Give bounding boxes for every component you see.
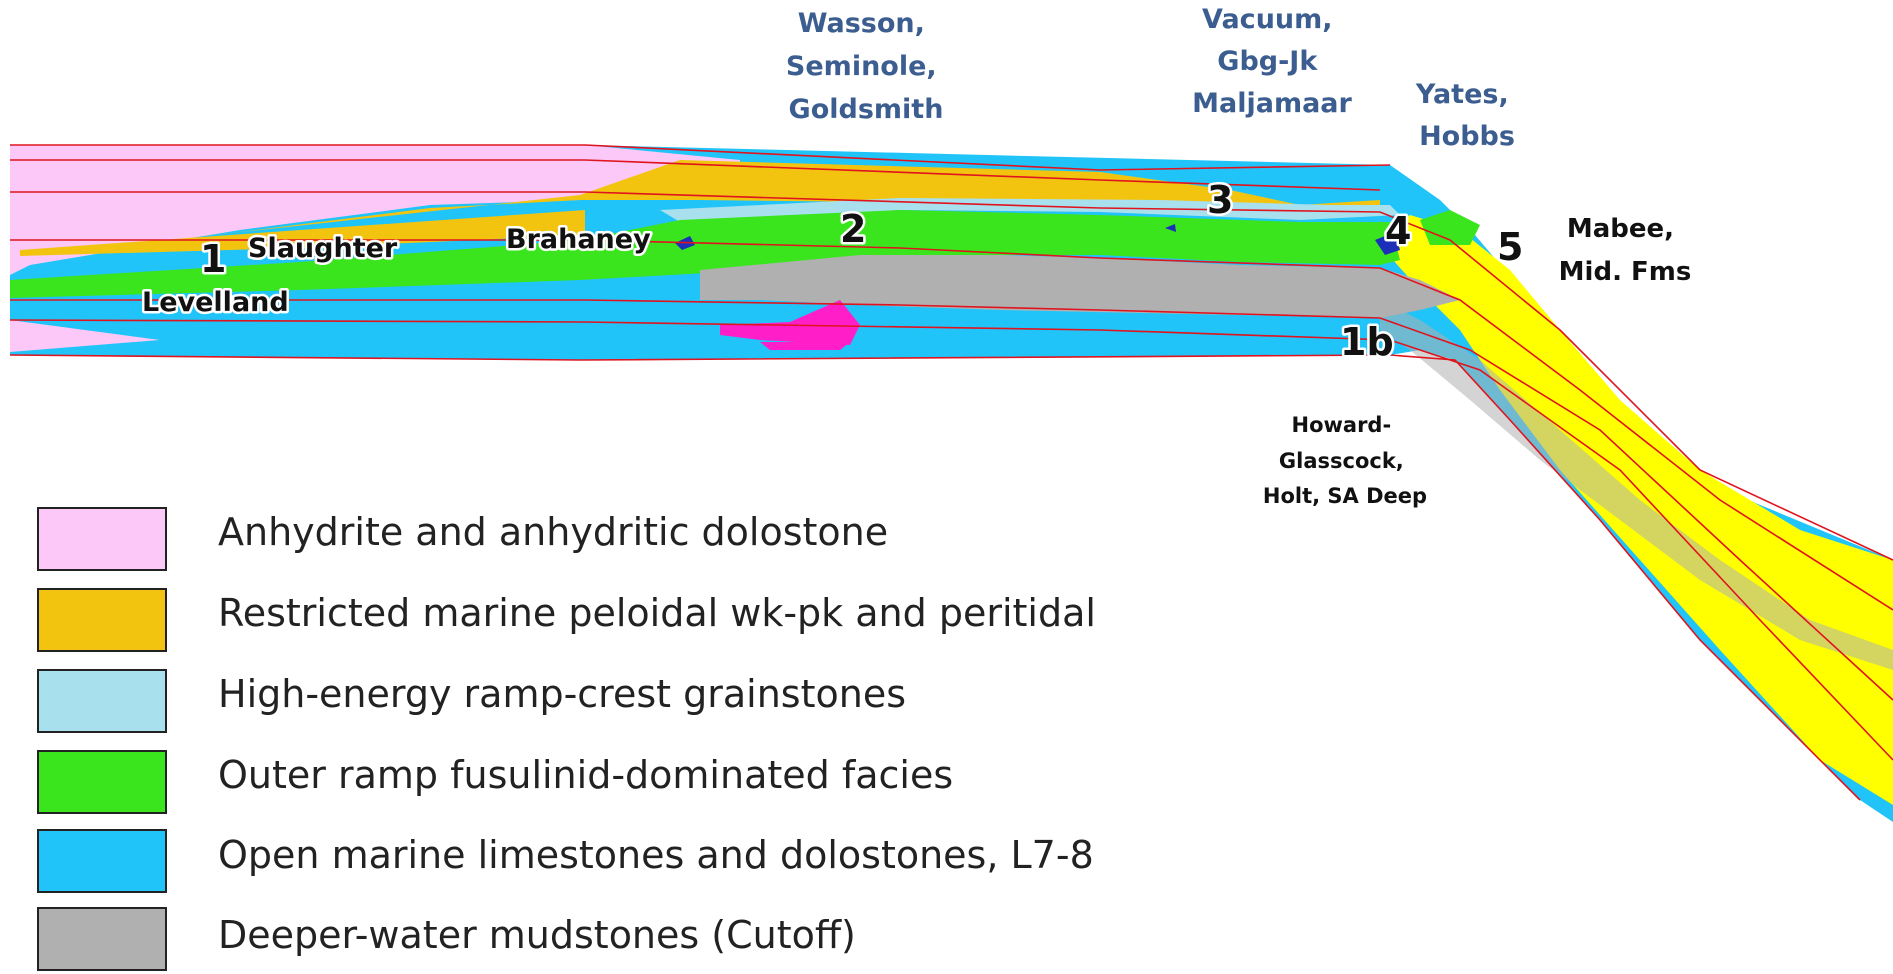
legend-swatch-ramp-crest: [38, 670, 166, 732]
howard-label: Howard- Glasscock, Holt, SA Deep: [1263, 413, 1427, 508]
legend: Anhydrite and anhydritic dolostone Restr…: [38, 508, 1096, 970]
legend-swatch-restricted: [38, 589, 166, 651]
legend-item-open-marine: Open marine limestones and dolostones, L…: [38, 830, 1094, 892]
legend-swatch-mudstone: [38, 908, 166, 970]
legend-item-ramp-crest: High-energy ramp-crest grainstones: [38, 670, 906, 732]
legend-swatch-fusulinid: [38, 751, 166, 813]
marker-5: 5: [1497, 225, 1523, 269]
magenta-lens-lower: [760, 342, 850, 350]
legend-label-ramp-crest: High-energy ramp-crest grainstones: [218, 672, 906, 716]
legend-label-open-marine: Open marine limestones and dolostones, L…: [218, 833, 1094, 877]
legend-label-anhydrite: Anhydrite and anhydritic dolostone: [218, 510, 888, 554]
legend-label-restricted: Restricted marine peloidal wk-pk and per…: [218, 591, 1096, 635]
legend-swatch-anhydrite: [38, 508, 166, 570]
marker-3: 3: [1207, 178, 1233, 222]
marker-1b: 1b: [1340, 320, 1394, 364]
levelland-label: Levelland: [142, 287, 289, 318]
field-labels-blue: Wasson, Seminole, Goldsmith Vacuum, Gbg-…: [786, 4, 1518, 152]
mabee-label: Mabee, Mid. Fms: [1559, 214, 1692, 287]
legend-item-anhydrite: Anhydrite and anhydritic dolostone: [38, 508, 888, 570]
legend-item-restricted: Restricted marine peloidal wk-pk and per…: [38, 589, 1096, 651]
yates-label: Yates, Hobbs: [1415, 79, 1518, 152]
slaughter-label: Slaughter: [248, 233, 398, 264]
legend-item-mudstone: Deeper-water mudstones (Cutoff): [38, 908, 856, 970]
legend-label-mudstone: Deeper-water mudstones (Cutoff): [218, 913, 856, 957]
legend-swatch-open-marine: [38, 830, 166, 892]
brahaney-label: Brahaney: [506, 224, 651, 255]
legend-item-fusulinid: Outer ramp fusulinid-dominated facies: [38, 751, 953, 813]
legend-label-fusulinid: Outer ramp fusulinid-dominated facies: [218, 753, 953, 797]
marker-4: 4: [1385, 209, 1411, 253]
marker-1: 1: [200, 237, 226, 281]
marker-2: 2: [840, 207, 866, 251]
vacuum-label: Vacuum, Gbg-Jk Maljamaar: [1192, 4, 1352, 119]
wasson-label: Wasson, Seminole, Goldsmith: [786, 8, 946, 125]
